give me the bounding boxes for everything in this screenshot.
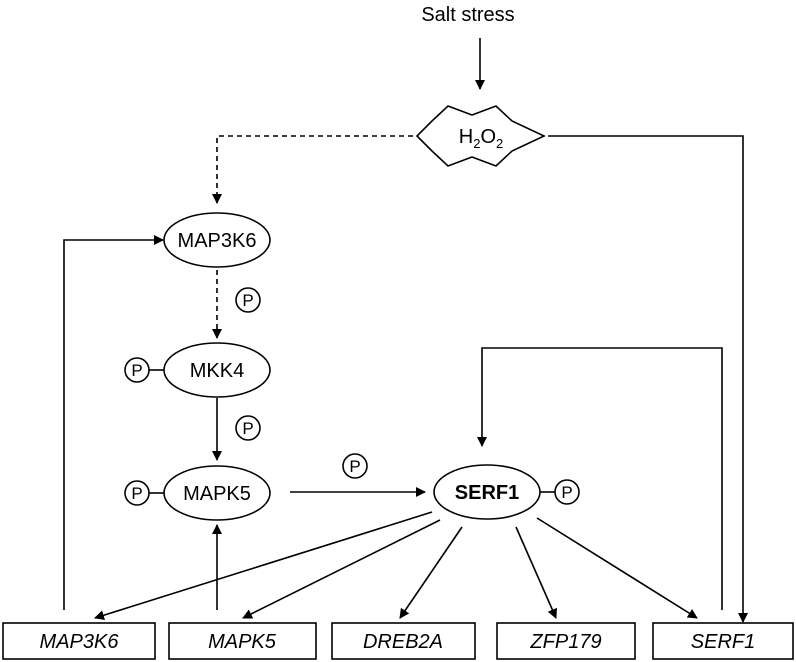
arrow-serf1-gene-to-protein [477,347,723,610]
map3k6-protein-node: MAP3K6 [163,212,271,268]
gene-box-frame [652,622,794,660]
mkk4-protein-node: P MKK4 [124,342,271,398]
mkk4-ellipse [163,342,271,398]
map3k6-ellipse [163,212,271,268]
arrow-map3k6-gene-to-protein [63,235,164,610]
arrow-h2o2-to-map3k6 [212,135,413,204]
arrow-serf1-to-serf1-gene [536,517,698,619]
h2o2-star-shape [415,105,546,167]
gene-label: SERF1 [691,631,755,653]
phospho-circle [124,480,150,506]
gene-box-zfp179: ZFP179 [496,622,636,660]
phospho-circle [235,287,261,313]
arrow-serf1-to-map3k6-gene [94,511,433,621]
gene-box-frame [331,622,476,660]
phospho-circle [342,453,368,479]
phospho-label: P [349,457,360,476]
gene-box-map3k6: MAP3K6 [2,622,156,660]
salt-stress-label: Salt stress [421,4,514,26]
gene-box-serf1: SERF1 [652,622,794,660]
serf1-label: SERF1 [455,482,519,504]
mapk5-label: MAPK5 [183,483,251,505]
mapk5-ellipse [163,465,271,521]
gene-box-frame [168,622,317,660]
gene-label: MAPK5 [208,631,277,653]
phospho-label: P [242,419,253,438]
arrow-h2o2-to-serf1-gene [548,135,748,623]
gene-box-frame [496,622,636,660]
gene-label: ZFP179 [529,631,601,653]
gene-label: DREB2A [363,631,443,653]
arrow-serf1-to-mapk5-gene [242,519,441,619]
gene-box-mapk5: MAPK5 [168,622,317,660]
phospho-badge-mapk5: P [342,453,368,479]
phospho-label: P [131,484,142,503]
gene-label: MAP3K6 [40,631,120,653]
h2o2-label: H2O2 [459,126,503,151]
phospho-badge-mkk4: P [235,415,261,441]
arrow-serf1-to-dreb2a-gene [399,526,463,619]
gene-box-dreb2a: DREB2A [331,622,476,660]
mkk4-label: MKK4 [190,360,244,382]
gene-box-frame [2,622,156,660]
serf1-protein-node: SERF1 P [433,464,580,520]
arrow-serf1-to-zfp179-gene [515,526,557,619]
phospho-circle [124,357,150,383]
phospho-label: P [131,361,142,380]
phospho-badge-map3k6: P [235,287,261,313]
h2o2-node: H2O2 [415,105,546,167]
phospho-label: P [561,483,572,502]
phospho-circle [554,479,580,505]
phospho-label: P [242,291,253,310]
mapk5-protein-node: P MAPK5 [124,465,271,521]
phospho-circle [235,415,261,441]
map3k6-label: MAP3K6 [178,230,257,252]
